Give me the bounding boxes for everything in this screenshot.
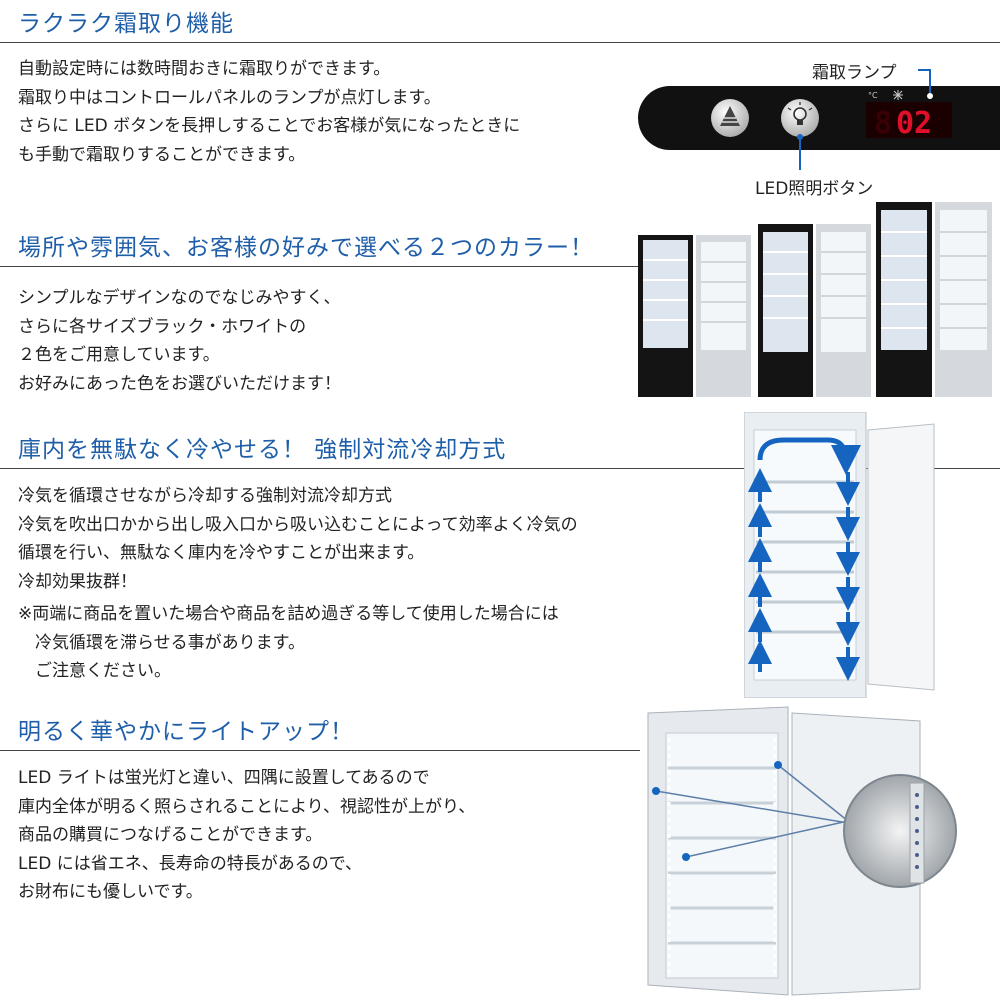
text-line: さらに LED ボタンを長押しすることでお客様が気になったときに: [18, 116, 521, 136]
section-heading-lighting: 明るく華やかにライトアップ！: [18, 719, 354, 745]
section-heading-cooling: 庫内を無駄なく冷やせる！ 強制対流冷却方式: [18, 437, 507, 463]
led-button-label: LED照明ボタン: [755, 179, 874, 199]
led-fridge-image: [647, 706, 957, 996]
airflow-fridge-image: [744, 412, 935, 698]
lighting-description: LED ライトは蛍光灯と違い、四隅に設置してあるので 庫内全体が明るく照らされる…: [18, 764, 475, 907]
note-line: ご注意ください。: [18, 661, 171, 681]
text-line: LED には省エネ、長寿命の特長があるので、: [18, 853, 363, 874]
defrost-lamp-label: 霜取ランプ: [812, 63, 897, 83]
text-line: 循環を行い、無駄なく庫内を冷やすことが出来ます。: [18, 543, 425, 563]
section-heading-defrost: ラクラク霜取り機能: [18, 11, 234, 37]
note-line: ※両端に商品を置いた場合や商品を詰め過ぎる等して使用した場合には: [18, 604, 559, 624]
text-line: 冷却効果抜群！: [18, 571, 137, 592]
section-divider: [0, 750, 640, 751]
cooling-note: ※両端に商品を置いた場合や商品を詰め過ぎる等して使用した場合には 冷気循環を滞ら…: [18, 600, 559, 686]
text-line: も手動で霜取りすることができます。: [18, 144, 306, 165]
control-panel-image: °C 8 02: [638, 69, 1000, 170]
section-heading-colors: 場所や雰囲気、お客様の好みで選べる２つのカラー！: [18, 235, 594, 261]
text-line: 冷気を循環させながら冷却する強制対流冷却方式: [18, 486, 392, 506]
section-divider: [0, 42, 1000, 43]
snowflake-icon: [893, 90, 903, 100]
text-line: 商品の購買につなげることができます。: [18, 825, 323, 845]
section-divider: [0, 468, 1000, 469]
text-line: 自動設定時には数時間おきに霜取りができます。: [18, 59, 391, 79]
text-line: お財布にも優しいです。: [18, 882, 203, 902]
text-line: 冷気を吹出口かから出し吸入口から吸い込むことによって効率よく冷気の: [18, 514, 578, 535]
display-digits: 02: [896, 106, 932, 141]
led-light-button[interactable]: [781, 99, 819, 137]
cooling-description: 冷気を循環させながら冷却する強制対流冷却方式 冷気を吹出口かから出し吸入口から吸…: [18, 482, 578, 596]
text-line: シンプルなデザインなのでなじみやすく、: [18, 288, 341, 308]
text-line: 庫内全体が明るく照らされることにより、視認性が上がり、: [18, 796, 476, 817]
temperature-button[interactable]: [711, 99, 749, 137]
text-line: お好みにあった色をお選びいただけます！: [18, 373, 341, 394]
temperature-display: 8 02: [866, 102, 952, 141]
unit-label: °C: [868, 91, 878, 100]
colors-description: シンプルなデザインなのでなじみやすく、 さらに各サイズブラック・ホワイトの ２色…: [18, 284, 341, 398]
light-bulb-icon: [787, 102, 813, 125]
text-line: LED ライトは蛍光灯と違い、四隅に設置してあるので: [18, 768, 430, 788]
text-line: さらに各サイズブラック・ホワイトの: [18, 316, 307, 337]
section-divider: [0, 266, 640, 267]
defrost-description: 自動設定時には数時間おきに霜取りができます。 霜取り中はコントロールパネルのラン…: [18, 55, 520, 169]
text-line: 霜取り中はコントロールパネルのランプが点灯します。: [18, 87, 441, 108]
text-line: ２色をご用意しています。: [18, 345, 220, 365]
fridge-lineup-image: [638, 202, 992, 397]
note-line: 冷気循環を滞らせる事があります。: [18, 632, 305, 653]
svg-text:8: 8: [874, 106, 892, 141]
